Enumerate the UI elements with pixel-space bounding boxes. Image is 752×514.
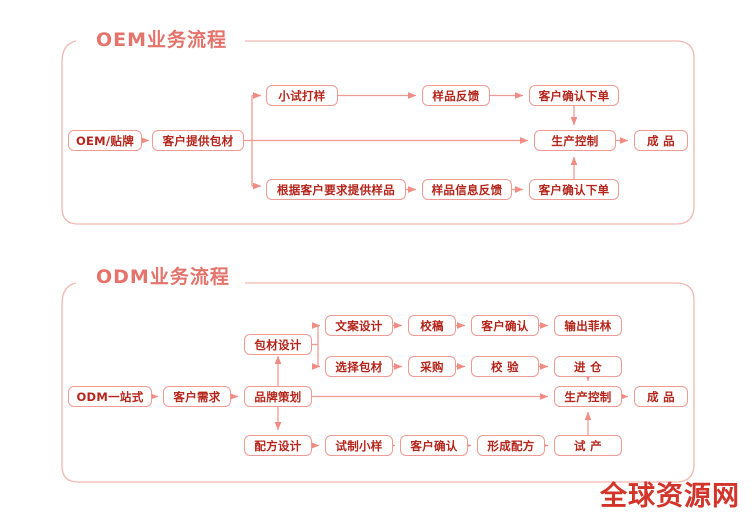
node-oem-finished[interactable]: 成 品 [634, 130, 688, 151]
node-oem-info[interactable]: 样品信息反馈 [422, 179, 512, 200]
node-odm-select-pack[interactable]: 选择包材 [325, 356, 393, 377]
section-title-oem: OEM业务流程 [96, 29, 228, 51]
node-oem-feedback[interactable]: 样品反馈 [422, 85, 490, 106]
section-title-odm: ODM业务流程 [96, 266, 230, 288]
node-odm-copywriting[interactable]: 文案设计 [325, 315, 393, 336]
node-odm-pack-design[interactable]: 包材设计 [244, 334, 312, 355]
node-odm-customer-confirm-2[interactable]: 客户确认 [400, 435, 468, 456]
node-oem-trial[interactable]: 小试打样 [266, 85, 338, 106]
node-odm-warehouse[interactable]: 进 仓 [554, 356, 622, 377]
node-odm-formula-design[interactable]: 配方设计 [244, 435, 312, 456]
node-odm-need[interactable]: 客户需求 [163, 386, 231, 407]
node-odm-customer-confirm[interactable]: 客户确认 [471, 315, 539, 336]
node-oem-confirm2[interactable]: 客户确认下单 [529, 179, 619, 200]
node-oem-start[interactable]: OEM/贴牌 [68, 130, 142, 151]
node-odm-film-output[interactable]: 输出菲林 [554, 315, 622, 336]
node-oem-pack[interactable]: 客户提供包材 [152, 130, 244, 151]
node-odm-finished[interactable]: 成 品 [634, 386, 688, 407]
node-odm-pilot-production[interactable]: 试 产 [554, 435, 622, 456]
node-oem-confirm1[interactable]: 客户确认下单 [529, 85, 619, 106]
node-odm-inspection[interactable]: 校 验 [471, 356, 539, 377]
node-odm-trial-sample[interactable]: 试制小样 [325, 435, 393, 456]
watermark: 全球资源网 [600, 481, 740, 512]
node-oem-production[interactable]: 生产控制 [534, 130, 616, 151]
node-oem-sample[interactable]: 根据客户要求提供样品 [266, 179, 406, 200]
node-odm-production[interactable]: 生产控制 [554, 386, 622, 407]
node-odm-purchase[interactable]: 采购 [408, 356, 456, 377]
node-odm-start[interactable]: ODM一站式 [68, 386, 152, 407]
node-odm-brand[interactable]: 品牌策划 [244, 386, 312, 407]
node-odm-proofread[interactable]: 校稿 [408, 315, 456, 336]
node-odm-form-formula[interactable]: 形成配方 [477, 435, 545, 456]
